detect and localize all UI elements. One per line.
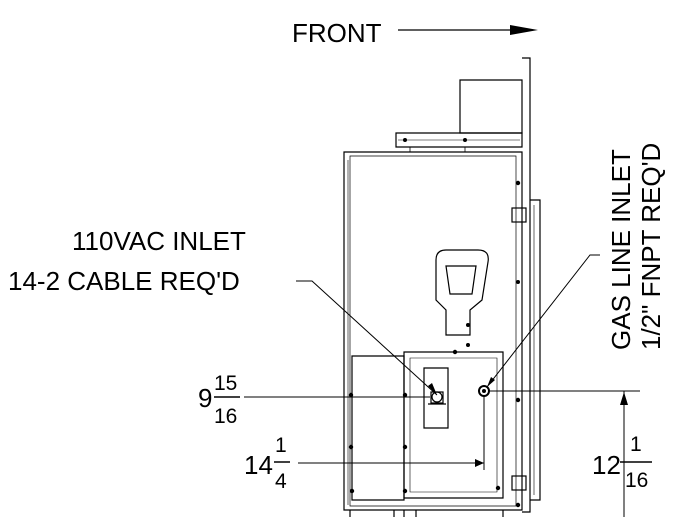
gas-height-numerator: 1 bbox=[630, 433, 642, 456]
ac-inlet-label-line1: 110VAC INLET bbox=[72, 226, 246, 256]
ac-offset-numerator: 1 bbox=[275, 434, 287, 457]
dimension-ac-height: 9 15 16 bbox=[198, 372, 430, 428]
gas-inlet-label-line1: GAS LINE INLET bbox=[606, 149, 636, 350]
ac-height-denominator: 16 bbox=[214, 405, 237, 428]
dimension-gas-height: 12 1 16 bbox=[490, 390, 652, 517]
gas-height-denominator: 16 bbox=[625, 469, 648, 492]
dimension-ac-offset: 14 1 4 bbox=[244, 395, 485, 493]
gas-inlet-label-line2: 1/2" FNPT REQ'D bbox=[636, 143, 666, 350]
ac-inlet-fitting bbox=[428, 391, 446, 405]
ac-inlet-leader-arrow bbox=[428, 383, 437, 395]
front-arrow-head bbox=[510, 25, 538, 35]
fastener-dots bbox=[348, 138, 521, 508]
ac-height-whole: 9 bbox=[198, 383, 212, 413]
ac-height-numerator: 15 bbox=[214, 372, 237, 395]
gas-inlet-leader-arrow bbox=[487, 377, 495, 387]
ac-inlet-leader bbox=[296, 280, 438, 396]
gas-inlet-leader bbox=[486, 254, 600, 388]
ac-offset-whole: 14 bbox=[244, 450, 273, 480]
ac-offset-denominator: 4 bbox=[275, 470, 287, 493]
ac-inlet-label-line2: 14-2 CABLE REQ'D bbox=[8, 266, 240, 296]
unit-body bbox=[343, 57, 541, 517]
gas-height-whole: 12 bbox=[592, 450, 621, 480]
gas-inlet-fitting bbox=[478, 385, 490, 397]
front-label: FRONT bbox=[292, 18, 382, 48]
